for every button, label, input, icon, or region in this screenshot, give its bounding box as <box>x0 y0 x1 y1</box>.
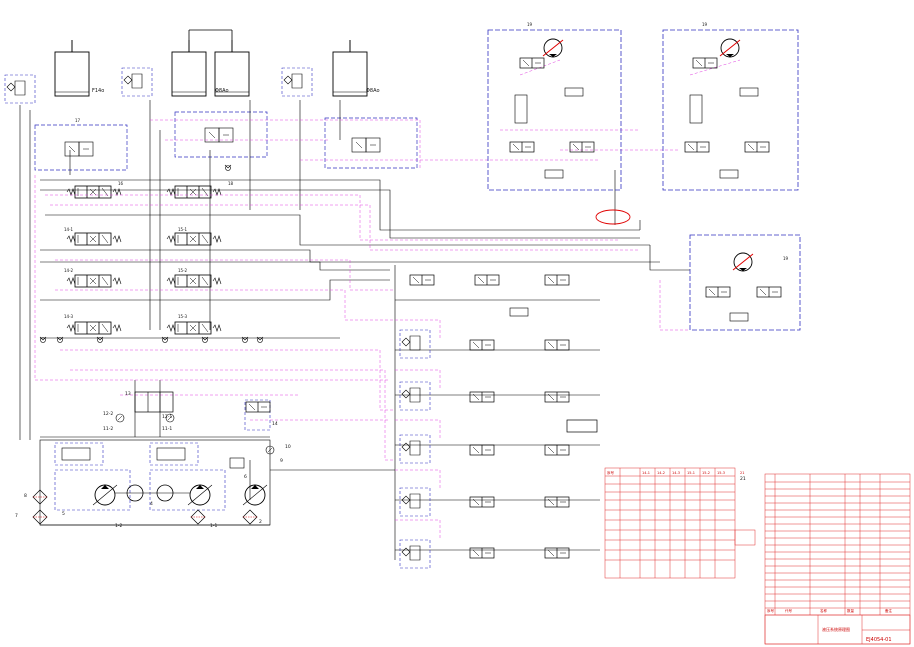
parts-col-4: 备注 <box>885 608 893 613</box>
num-13: 13 <box>125 391 131 397</box>
num-6: 6 <box>244 474 247 480</box>
num-11-2: 11-2 <box>103 426 113 432</box>
num-10: 10 <box>285 444 291 450</box>
valve-label-15-2: 15-2 <box>178 268 188 273</box>
motor-labels: 19 19 19 <box>527 22 789 261</box>
num-8: 8 <box>24 493 27 499</box>
right-valve-bank <box>399 274 598 569</box>
num-9: 9 <box>280 458 283 464</box>
cylinder-label-right: Φ8Ao <box>366 88 380 94</box>
parts-col-3: 数量 <box>847 608 855 613</box>
legend-table-header: 序号 14-1 14-2 14-3 15-1 15-2 15-3 21 <box>607 470 744 475</box>
num-1-2: 1-2 <box>115 523 122 529</box>
legend-header-4: 15-1 <box>687 471 695 475</box>
motor-label-1: 19 <box>527 22 533 27</box>
num-7: 7 <box>15 513 18 519</box>
legend-header-0: 序号 <box>607 470 615 475</box>
legend-header-2: 14-2 <box>657 471 665 475</box>
valve-label-18: 18 <box>228 181 234 186</box>
cylinder-label-left: F14o <box>92 88 104 94</box>
legend-header-1: 14-1 <box>642 471 650 475</box>
legend-header-6: 15-3 <box>717 471 725 475</box>
valve-label-16: 16 <box>118 181 124 186</box>
parts-list <box>764 473 911 645</box>
magenta-pilot-lines <box>34 59 741 540</box>
cylinder-group <box>54 29 368 97</box>
legend-header-3: 14-3 <box>672 471 680 475</box>
component-numbers: 1-1 1-2 2 4 5 6 7 8 9 10 11-1 11-2 12-1 … <box>15 391 746 529</box>
legend-header-7: 21 <box>740 471 744 475</box>
num-2: 2 <box>259 519 262 525</box>
legend-header-5: 15-2 <box>702 471 710 475</box>
num-14: 14 <box>272 421 278 427</box>
legend-table <box>604 467 756 579</box>
valve-label-14-3: 14-3 <box>64 314 74 319</box>
parts-col-1: 代号 <box>785 608 793 613</box>
valve-label-17: 17 <box>75 118 81 123</box>
valve-label-14-2: 14-2 <box>64 268 74 273</box>
motor-circuits <box>487 29 801 331</box>
num-4: 4 <box>150 501 153 507</box>
parts-col-0: 序号 <box>767 608 775 613</box>
num-1-1: 1-1 <box>210 523 217 529</box>
valve-label-14-1: 14-1 <box>64 227 74 232</box>
parts-col-2: 名称 <box>820 608 828 613</box>
sub-valve-blocks <box>34 111 418 171</box>
check-valves <box>39 164 264 343</box>
valve-label-15-1: 15-1 <box>178 227 188 232</box>
relief-valve-group <box>4 67 313 104</box>
drawing-number: EJ4054-01 <box>866 637 892 643</box>
num-21: 21 <box>740 476 746 482</box>
parts-list-title: 液压系统原理图 <box>822 626 850 632</box>
num-12-1: 12-1 <box>162 414 172 420</box>
num-12-2: 12-2 <box>103 411 113 417</box>
valve-label-15-3: 15-3 <box>178 314 188 319</box>
motor-label-2: 19 <box>702 22 708 27</box>
pump-station <box>32 391 275 526</box>
motor-label-3: 19 <box>783 256 789 261</box>
num-5: 5 <box>62 511 65 517</box>
cylinder-label-mid: Φ8Ao <box>215 88 229 94</box>
num-11-1: 11-1 <box>162 426 172 432</box>
